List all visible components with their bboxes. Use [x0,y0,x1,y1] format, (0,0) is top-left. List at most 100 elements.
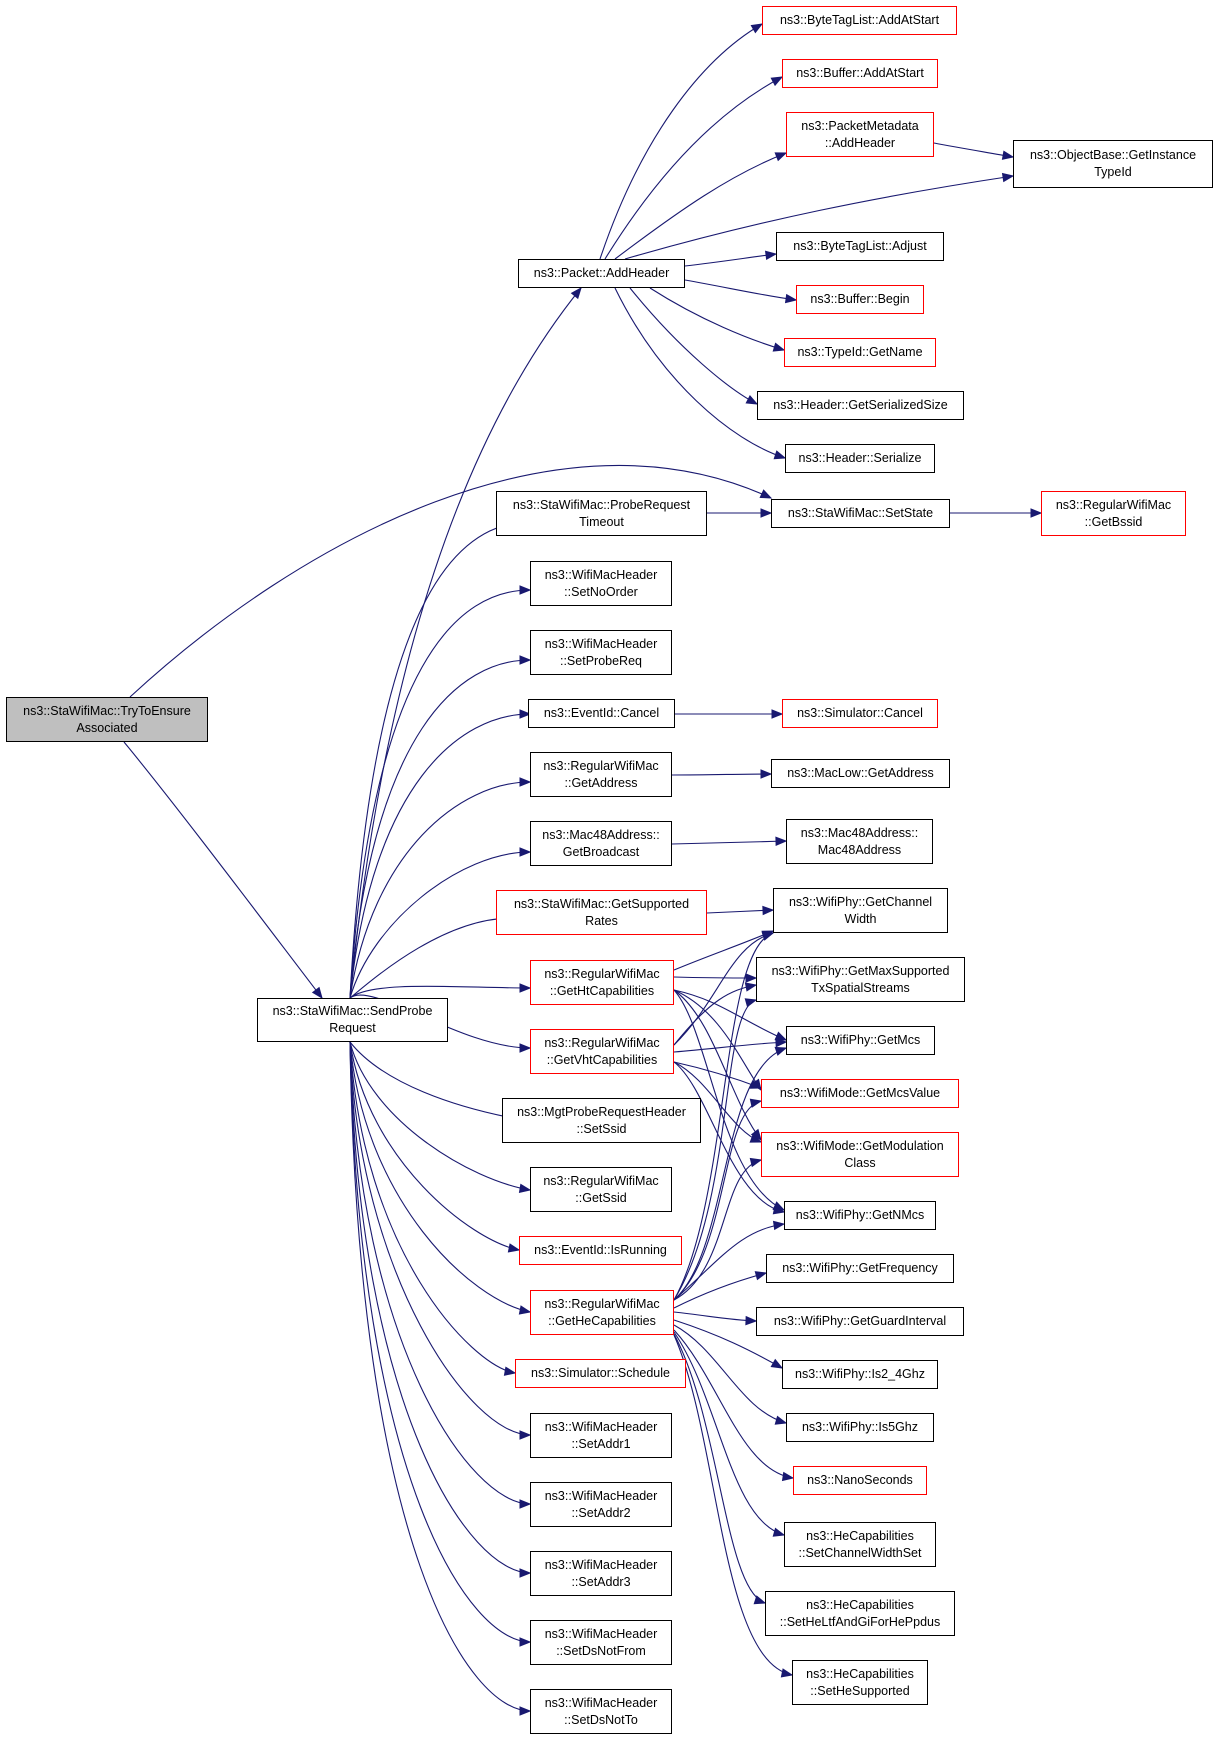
edge-metadata-to-instance [933,142,1014,158]
node-set-addr3[interactable]: ns3::WifiMacHeader ::SetAddr3 [530,1551,672,1596]
edge-arrowhead [770,76,784,87]
edge-arrowhead [519,585,532,595]
edge-ht-to-modulation [673,989,762,1141]
node-get-he-capabilities[interactable]: ns3::RegularWifiMac ::GetHeCapabilities [530,1290,674,1335]
node-get-address[interactable]: ns3::RegularWifiMac ::GetAddress [530,752,672,797]
node-get-modulation-class[interactable]: ns3::WifiMode::GetModulation Class [761,1132,959,1177]
node-set-addr2[interactable]: ns3::WifiMacHeader ::SetAddr2 [530,1482,672,1527]
edge-arrowhead [519,1430,532,1440]
node-is-5ghz[interactable]: ns3::WifiPhy::Is5Ghz [786,1413,934,1442]
edge-addheader-to-bytetag [599,23,763,260]
node-get-guard-interval[interactable]: ns3::WifiPhy::GetGuardInterval [756,1307,964,1336]
node-probe-request-timeout[interactable]: ns3::StaWifiMac::ProbeRequest Timeout [496,491,707,536]
edge-send-to-setter [349,1041,531,1436]
node-header-get-serialized-size[interactable]: ns3::Header::GetSerializedSize [757,391,964,420]
node-get-broadcast[interactable]: ns3::Mac48Address:: GetBroadcast [530,821,672,866]
node-get-bssid[interactable]: ns3::RegularWifiMac ::GetBssid [1041,491,1186,536]
node-get-channel-width[interactable]: ns3::WifiPhy::GetChannel Width [773,888,948,933]
edge-root-to-sendprobe [123,741,323,999]
edge-arrowhead [774,1046,788,1056]
node-set-ds-not-to[interactable]: ns3::WifiMacHeader ::SetDsNotTo [530,1689,672,1734]
node-get-supported-rates[interactable]: ns3::StaWifiMac::GetSupported Rates [496,890,707,935]
edge-arrowhead [760,769,773,779]
edge-send-to-schedule [349,1041,516,1374]
node-buffer-add-at-start[interactable]: ns3::Buffer::AddAtStart [782,59,938,88]
node-mgt-set-ssid[interactable]: ns3::MgtProbeRequestHeader ::SetSsid [502,1098,701,1143]
edge-vht-to-modulation [673,1061,762,1143]
edge-addheader-to-adjust [684,253,777,267]
edge-arrowhead [1001,150,1015,160]
edge-arrowhead [507,1243,521,1253]
node-typeid-get-name[interactable]: ns3::TypeId::GetName [784,338,936,367]
node-set-he-supported[interactable]: ns3::HeCapabilities ::SetHeSupported [792,1660,928,1705]
edge-arrowhead [519,1637,532,1647]
node-buffer-begin[interactable]: ns3::Buffer::Begin [796,285,924,314]
node-set-he-ltf-and-gi[interactable]: ns3::HeCapabilities ::SetHeLtfAndGiForHe… [765,1591,955,1636]
edge-arrowhead [519,709,532,719]
edge-he-to-is24 [673,1319,783,1369]
node-get-mcs-value[interactable]: ns3::WifiMode::GetMcsValue [761,1079,959,1108]
node-eventid-cancel[interactable]: ns3::EventId::Cancel [528,699,675,728]
edge-arrowhead [753,1595,767,1605]
node-get-ht-capabilities[interactable]: ns3::RegularWifiMac ::GetHtCapabilities [530,960,674,1005]
edge-send-to-isrunning [349,1041,520,1251]
edge-arrowhead [519,983,532,993]
node-set-state[interactable]: ns3::StaWifiMac::SetState [771,499,950,528]
edge-addheader-to-metadata [614,152,787,260]
edge-arrowhead [519,1043,532,1053]
edge-arrowhead [775,836,788,847]
edge-arrowhead [773,450,787,460]
node-bytetaglist-adjust[interactable]: ns3::ByteTagList::Adjust [776,232,944,261]
edge-send-to-callee [349,659,531,999]
node-is-running[interactable]: ns3::EventId::IsRunning [519,1236,682,1265]
node-get-frequency[interactable]: ns3::WifiPhy::GetFrequency [766,1254,954,1283]
edge-arrowhead [570,286,582,300]
node-set-no-order[interactable]: ns3::WifiMacHeader ::SetNoOrder [530,561,672,606]
edge-send-to-setter [349,1041,531,1505]
node-packet-add-header[interactable]: ns3::Packet::AddHeader [518,259,685,288]
edge-arrowhead [749,1079,763,1089]
node-set-ds-not-from[interactable]: ns3::WifiMacHeader ::SetDsNotFrom [530,1620,672,1665]
edge-addheader-to-instance [624,175,1014,260]
edge-arrowhead [519,1568,532,1578]
node-maclow-get-address[interactable]: ns3::MacLow::GetAddress [771,759,950,788]
node-get-instance-typeid[interactable]: ns3::ObjectBase::GetInstance TypeId [1013,140,1213,188]
edge-arrowhead [760,508,773,518]
edge-root-to-setstate [129,465,772,698]
node-packetmetadata-add-header[interactable]: ns3::PacketMetadata ::AddHeader [786,112,934,157]
edge-addheader-to-serialize [614,287,786,459]
node-set-channel-width-set[interactable]: ns3::HeCapabilities ::SetChannelWidthSet [784,1522,936,1567]
edge-vht-to-mcsvalue [673,1061,762,1089]
edge-send-to-callee [349,985,531,999]
edge-send-to-setter [349,1041,531,1643]
node-simulator-cancel[interactable]: ns3::Simulator::Cancel [782,699,938,728]
edge-arrowhead [784,293,798,304]
edge-getaddress-to-maclow [671,773,772,776]
node-simulator-schedule[interactable]: ns3::Simulator::Schedule [515,1359,686,1388]
node-set-probe-req[interactable]: ns3::WifiMacHeader ::SetProbeReq [530,630,672,675]
edge-vht-to-channelwidth [673,932,774,1046]
node-nanoseconds[interactable]: ns3::NanoSeconds [793,1466,927,1495]
node-set-addr1[interactable]: ns3::WifiMacHeader ::SetAddr1 [530,1413,672,1458]
edge-he-to-maxstreams [673,999,757,1301]
edge-arrowhead [772,1205,786,1215]
node-get-ssid[interactable]: ns3::RegularWifiMac ::GetSsid [530,1167,672,1212]
node-header-serialize[interactable]: ns3::Header::Serialize [785,444,935,473]
node-send-probe-request[interactable]: ns3::StaWifiMac::SendProbe Request [257,998,448,1042]
edge-arrowhead [770,1358,784,1369]
node-bytetaglist-add-at-start[interactable]: ns3::ByteTagList::AddAtStart [762,6,957,35]
edge-he-to-modulation [673,1159,762,1301]
node-get-mcs[interactable]: ns3::WifiPhy::GetMcs [786,1026,935,1055]
node-get-max-supported-tx-streams[interactable]: ns3::WifiPhy::GetMaxSupported TxSpatialS… [756,957,965,1002]
edge-send-to-callee [349,781,531,999]
node-is-2-4ghz[interactable]: ns3::WifiPhy::Is2_4Ghz [782,1360,938,1389]
node-get-vht-capabilities[interactable]: ns3::RegularWifiMac ::GetVhtCapabilities [530,1029,674,1074]
node-try-to-ensure-associated[interactable]: ns3::StaWifiMac::TryToEnsure Associated [6,697,208,742]
node-mac48address-ctor[interactable]: ns3::Mac48Address:: Mac48Address [786,819,933,864]
edge-arrowhead [745,973,758,983]
edge-arrowhead [311,986,323,1000]
edge-send-to-gethecap [349,1041,531,1313]
edge-arrowhead [745,1315,758,1326]
node-get-nmcs[interactable]: ns3::WifiPhy::GetNMcs [784,1201,936,1230]
